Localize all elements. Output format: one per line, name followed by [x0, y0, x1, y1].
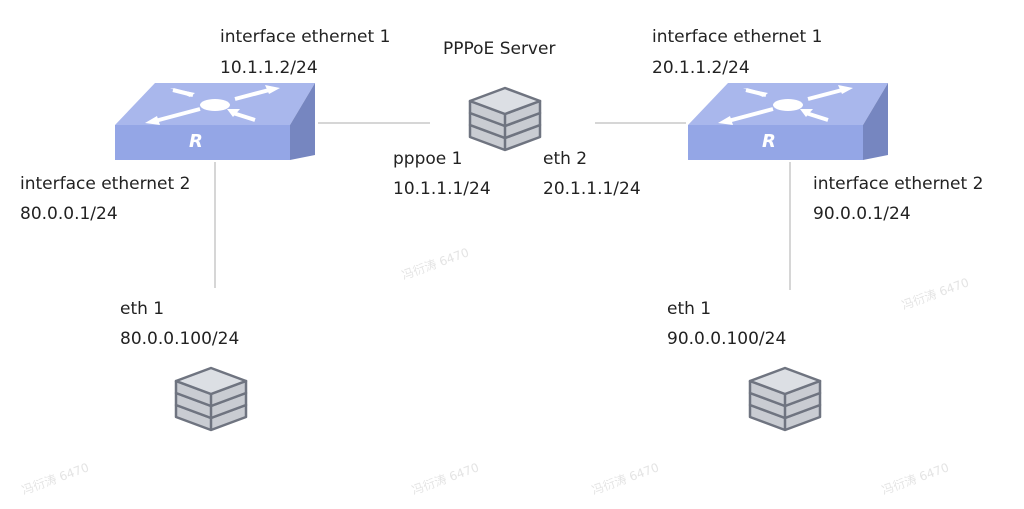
server-title: PPPoE Server	[443, 39, 556, 59]
links	[214, 122, 791, 290]
host-right-icon[interactable]	[748, 366, 822, 432]
host-left-if-ip: 80.0.0.100/24	[120, 329, 240, 349]
server-left-if-ip: 10.1.1.1/24	[393, 179, 491, 199]
pppoe-server-icon[interactable]	[468, 86, 542, 152]
router-right-if1-ip: 20.1.1.2/24	[652, 58, 750, 78]
server-right-if-name: eth 2	[543, 149, 588, 169]
server-left-if-name: pppoe 1	[393, 149, 463, 169]
host-left-icon[interactable]	[174, 366, 248, 432]
router-left-icon[interactable]	[113, 81, 317, 162]
router-right-if2-ip: 90.0.0.1/24	[813, 204, 911, 224]
router-left-glyph: R	[189, 131, 203, 152]
server-right-if-ip: 20.1.1.1/24	[543, 179, 641, 199]
router-left-if1-name: interface ethernet 1	[220, 27, 391, 47]
router-left-if2-name: interface ethernet 2	[20, 174, 191, 194]
router-left-if2-ip: 80.0.0.1/24	[20, 204, 118, 224]
router-left-if1-ip: 10.1.1.2/24	[220, 58, 318, 78]
router-right-if1-name: interface ethernet 1	[652, 27, 823, 47]
host-left-if-name: eth 1	[120, 299, 165, 319]
router-right-if2-name: interface ethernet 2	[813, 174, 984, 194]
host-right-if-ip: 90.0.0.100/24	[667, 329, 787, 349]
host-right-if-name: eth 1	[667, 299, 712, 319]
router-right-glyph: R	[762, 131, 776, 152]
router-right-icon[interactable]	[686, 81, 890, 162]
